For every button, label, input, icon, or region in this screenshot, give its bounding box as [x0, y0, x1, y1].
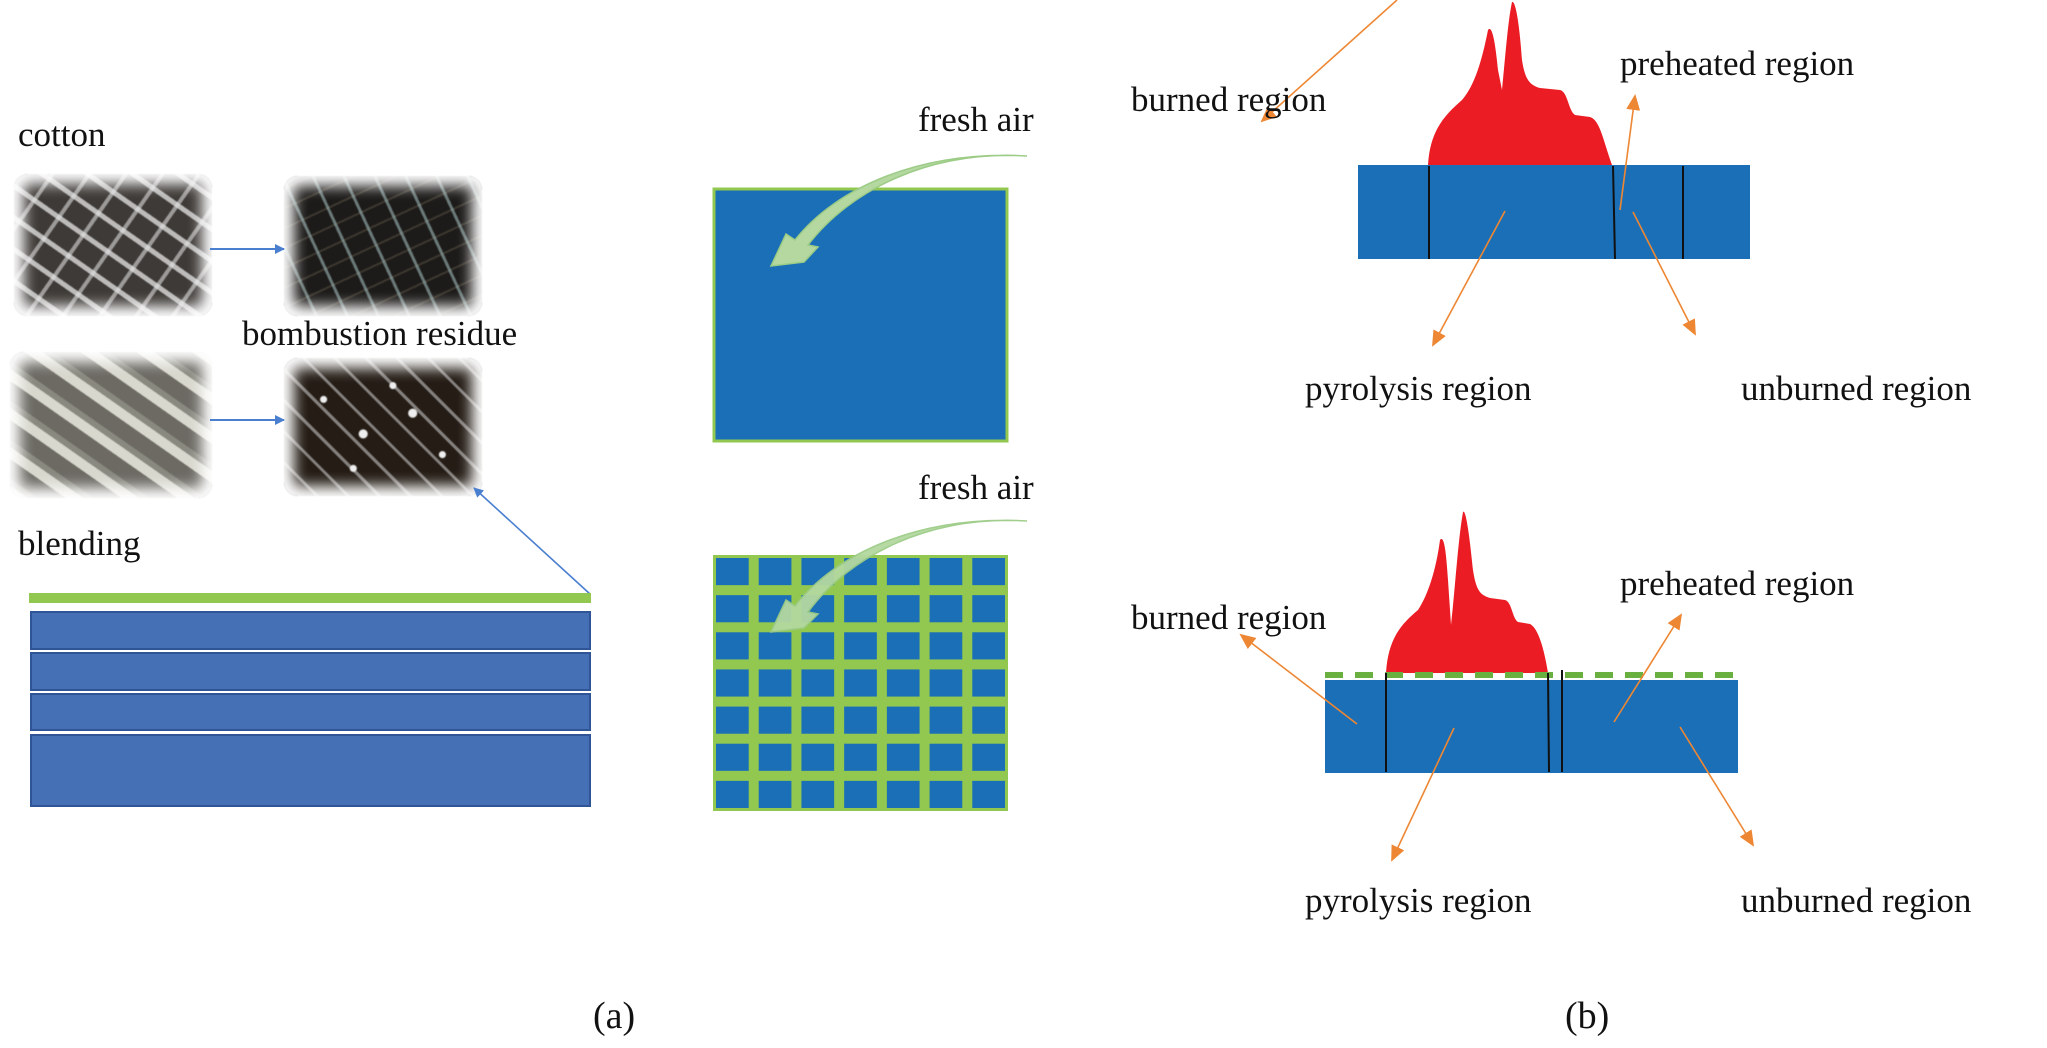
grid-cell	[801, 669, 835, 697]
blending-label: blending	[18, 524, 141, 563]
grid-cell	[758, 743, 792, 771]
grid-cell	[972, 743, 1005, 771]
preheated-region-label-top: preheated region	[1620, 44, 1855, 83]
grid-cell	[886, 558, 920, 586]
grid-cell	[758, 632, 792, 660]
combustion-diagram-bottom	[1239, 511, 1755, 862]
pyrolysis-front-line-bottom	[1547, 672, 1550, 773]
grid-cell	[844, 669, 877, 697]
grid-cell	[844, 706, 877, 734]
grid-cell	[758, 558, 792, 586]
flame-shape-top	[1428, 1, 1612, 166]
pyrolysis-region-label-top: pyrolysis region	[1305, 369, 1532, 408]
cotton-residue-photo	[284, 176, 482, 316]
grid-cell	[716, 669, 749, 697]
pyrolysis-region-label-bottom: pyrolysis region	[1305, 881, 1532, 920]
unburned-leader-bottom	[1679, 726, 1755, 847]
grid-cell	[758, 780, 792, 808]
grid-cell	[716, 595, 749, 623]
burned-region-label-top: burned region	[1131, 80, 1327, 119]
fabric-layer-2	[30, 652, 591, 691]
grid-cell	[886, 595, 920, 623]
unburned-region-label-top: unburned region	[1741, 369, 1972, 408]
burned-leader-top	[1260, 0, 1398, 123]
grid-cell	[801, 706, 835, 734]
fabric-bar-bottom	[1325, 680, 1738, 773]
coating-layer	[29, 593, 591, 603]
fresh-air-label-top: fresh air	[918, 100, 1034, 139]
combustion-residue-label: bombustion residue	[242, 314, 518, 353]
grid-cell	[801, 743, 835, 771]
grid-cell	[844, 743, 877, 771]
grid-cell	[801, 632, 835, 660]
grid-cell	[844, 632, 877, 660]
grid-cell	[886, 780, 920, 808]
fabric-layer-3	[30, 693, 591, 731]
layered-fabric-stack	[29, 593, 591, 807]
blending-fabric-photo	[10, 352, 212, 498]
pyrolysis-front-line-top	[1612, 165, 1616, 260]
grid-cell	[972, 706, 1005, 734]
grid-cell	[972, 669, 1005, 697]
cotton-label: cotton	[18, 115, 106, 154]
fabric-layer-1	[30, 611, 591, 650]
layer-to-residue-arrow	[473, 487, 591, 595]
fabric-layer-4	[30, 734, 591, 807]
grid-cell	[844, 780, 877, 808]
grid-cell	[929, 632, 963, 660]
cotton-fabric-photo	[14, 174, 212, 316]
unburned-leader-top	[1632, 211, 1696, 336]
combustion-diagram-top	[1260, 0, 1750, 347]
grid-cell	[972, 632, 1005, 660]
grid-fabric-block	[713, 555, 1008, 811]
flame-shape-bottom	[1386, 511, 1548, 673]
grid-cell	[929, 558, 963, 586]
grid-cell	[844, 595, 877, 623]
grid-cell	[758, 706, 792, 734]
grid-cell	[716, 780, 749, 808]
grid-cell	[929, 780, 963, 808]
preheated-leader-top	[1619, 94, 1641, 211]
blending-residue-photo	[284, 358, 482, 496]
unburned-region-label-bottom: unburned region	[1741, 881, 1972, 920]
pyrolysis-leader-top	[1432, 210, 1506, 347]
grid-cell	[886, 743, 920, 771]
fresh-air-arrow-top	[769, 154, 1028, 267]
solid-fabric-block	[712, 187, 1009, 443]
grid-cell	[716, 743, 749, 771]
preheated-region-label-bottom: preheated region	[1620, 564, 1855, 603]
grid-cell	[972, 558, 1005, 586]
grid-cell	[886, 669, 920, 697]
grid-cell	[929, 743, 963, 771]
grid-cell	[716, 558, 749, 586]
grid-cell	[929, 595, 963, 623]
preheated-leader-bottom	[1613, 613, 1683, 723]
burned-region-label-bottom: burned region	[1131, 598, 1327, 637]
burned-leader-bottom	[1239, 633, 1358, 725]
grid-cell	[716, 632, 749, 660]
grid-cell	[716, 706, 749, 734]
caption-a: (a)	[593, 995, 636, 1037]
grid-cell	[929, 669, 963, 697]
grid-cell	[972, 780, 1005, 808]
fresh-air-label-bottom: fresh air	[918, 468, 1034, 507]
caption-b: (b)	[1565, 995, 1610, 1037]
fresh-air-arrow-bottom	[769, 519, 1028, 633]
grid-cell	[758, 669, 792, 697]
fabric-bar-top	[1358, 165, 1750, 259]
grid-cell	[929, 706, 963, 734]
grid-cell	[972, 595, 1005, 623]
grid-cell	[801, 780, 835, 808]
pyrolysis-leader-bottom	[1391, 727, 1455, 862]
grid-cell	[886, 706, 920, 734]
grid-cell	[886, 632, 920, 660]
